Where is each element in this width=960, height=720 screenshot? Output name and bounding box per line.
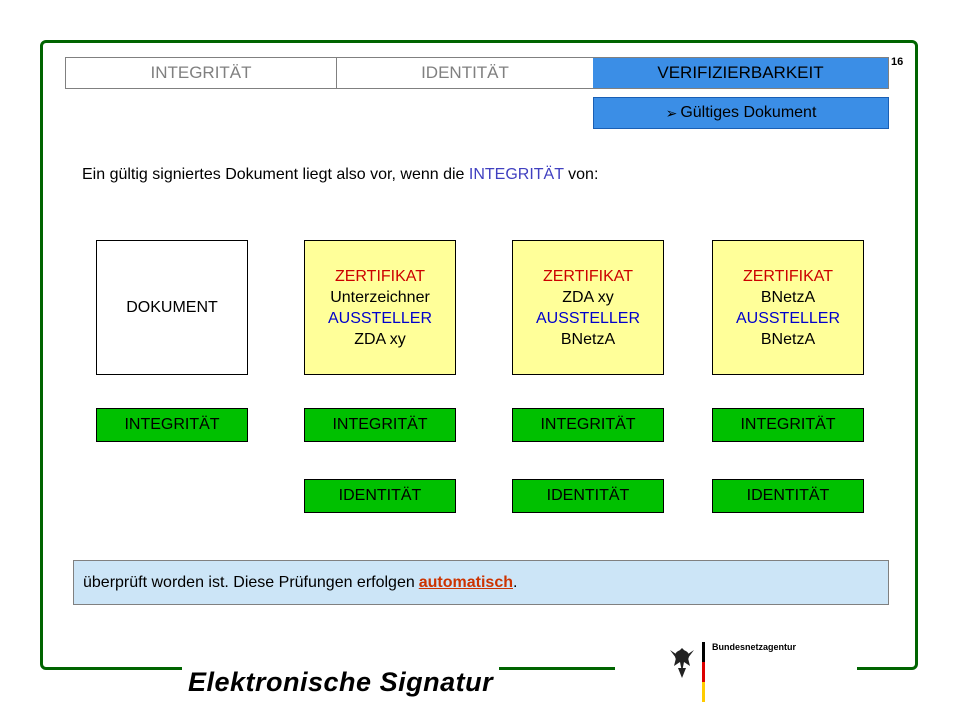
bottom-note-text: überprüft worden ist. Diese Prüfungen er… xyxy=(83,573,415,591)
box-line: Unterzeichner xyxy=(330,288,430,306)
subtab-label: Gültiges Dokument xyxy=(680,104,817,121)
automatisch-link[interactable]: automatisch xyxy=(418,573,513,591)
integritaet-badge: INTEGRITÄT xyxy=(304,408,456,442)
bundesnetzagentur-logo xyxy=(670,642,705,702)
box-line: AUSSTELLER xyxy=(735,309,841,327)
intro-highlight: INTEGRITÄT xyxy=(468,166,564,183)
integritaet-badge: INTEGRITÄT xyxy=(712,408,864,442)
zertifikat-zda-box: ZERTIFIKAT ZDA xy AUSSTELLER BNetzA xyxy=(512,240,664,375)
tab-verifizierbarkeit[interactable]: VERIFIZIERBARKEIT xyxy=(593,58,888,88)
bottom-note: überprüft worden ist. Diese Prüfungen er… xyxy=(73,560,889,605)
integritaet-badge: INTEGRITÄT xyxy=(512,408,664,442)
identitaet-badge: IDENTITÄT xyxy=(712,479,864,513)
box-line: AUSSTELLER xyxy=(535,309,641,327)
zertifikat-bnetza-box: ZERTIFIKAT BNetzA AUSSTELLER BNetzA xyxy=(712,240,864,375)
identitaet-badge: IDENTITÄT xyxy=(512,479,664,513)
logo-text: Bundesnetzagentur xyxy=(712,642,797,652)
box-line: BNetzA xyxy=(560,330,616,348)
eagle-icon xyxy=(670,648,694,678)
page-number: 16 xyxy=(891,56,904,68)
identitaet-badge: IDENTITÄT xyxy=(304,479,456,513)
tab-identitaet[interactable]: IDENTITÄT xyxy=(421,63,509,82)
arrow-icon: ➢ xyxy=(665,104,678,121)
footer-background xyxy=(615,640,857,720)
box-line: AUSSTELLER xyxy=(327,309,433,327)
bottom-note-end: . xyxy=(513,573,518,591)
tab-bar: INTEGRITÄT IDENTITÄT VERIFIZIERBARKEIT xyxy=(65,57,889,89)
footer-title: Elektronische Signatur xyxy=(182,667,500,698)
intro-before: Ein gültig signiertes Dokument liegt als… xyxy=(82,166,469,183)
zertifikat-unterzeichner-box: ZERTIFIKAT Unterzeichner AUSSTELLER ZDA … xyxy=(304,240,456,375)
box-line: ZDA xy xyxy=(562,288,614,306)
box-line: ZERTIFIKAT xyxy=(334,267,426,285)
intro-text: Ein gültig signiertes Dokument liegt als… xyxy=(82,166,598,184)
box-line: ZERTIFIKAT xyxy=(542,267,634,285)
dokument-box: DOKUMENT xyxy=(96,240,248,375)
integritaet-badge: INTEGRITÄT xyxy=(96,408,248,442)
tab-integritaet[interactable]: INTEGRITÄT xyxy=(66,58,337,88)
dokument-label: DOKUMENT xyxy=(126,299,218,316)
box-line: BNetzA xyxy=(760,288,816,306)
box-line: ZERTIFIKAT xyxy=(742,267,834,285)
intro-after: von: xyxy=(563,166,599,183)
box-line: BNetzA xyxy=(760,330,816,348)
box-line: ZDA xy xyxy=(354,330,406,348)
subtab-gueltiges-dokument[interactable]: ➢ Gültiges Dokument xyxy=(593,97,889,129)
